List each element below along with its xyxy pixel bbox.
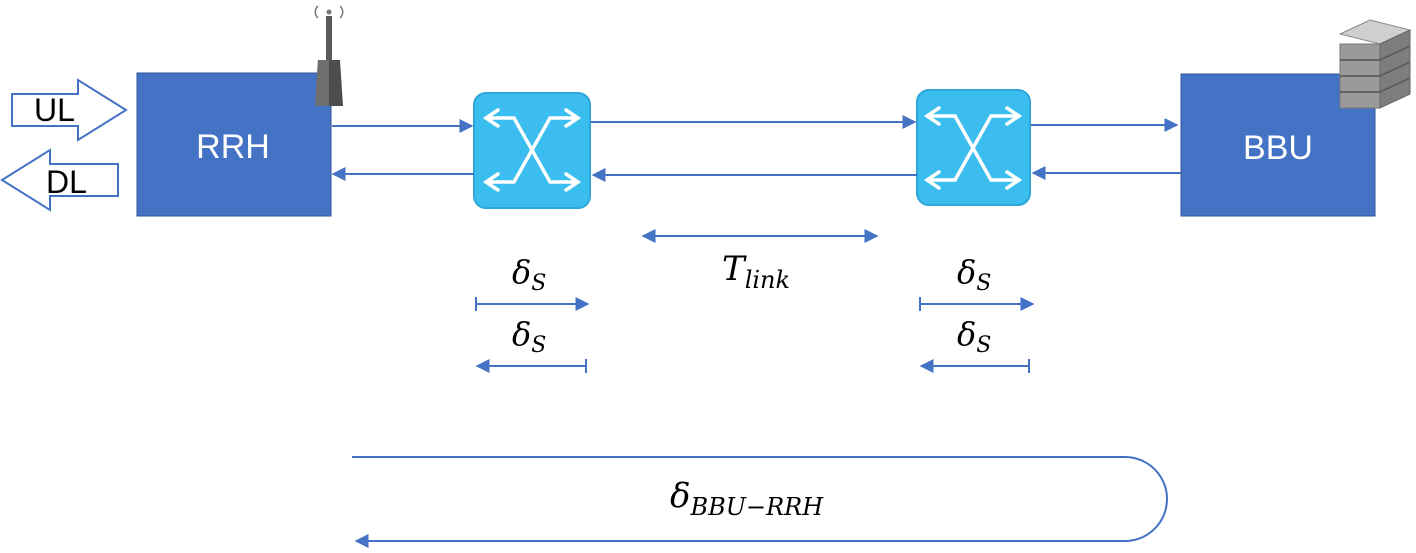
rrh-label: RRH (196, 128, 270, 166)
switch2-delay-forward: δS (919, 253, 1035, 311)
antenna-icon (314, 5, 344, 106)
switch1-delay-forward: δS (475, 253, 590, 311)
svg-text:δS: δS (512, 253, 546, 296)
svg-text:δS: δS (957, 315, 991, 358)
dl-arrow: DL (0, 148, 119, 212)
svg-text:δS: δS (512, 315, 546, 358)
t-link-subscript: link (745, 266, 790, 294)
delta-s-symbol: δ (957, 315, 976, 353)
link-arrows (331, 115, 1181, 182)
switch2-delay-backward: δS (919, 315, 1030, 373)
ul-label: UL (34, 92, 75, 128)
bbu-rrh-loop: δBBU−RRH (352, 456, 1168, 548)
delta-bbu-rrh-subscript: BBU−RRH (689, 493, 824, 521)
server-stack-icon (1338, 19, 1412, 109)
t-link-annotation: Tlink (641, 229, 879, 294)
switch-2 (916, 89, 1031, 206)
svg-text:Tlink: Tlink (722, 249, 790, 294)
bbu-label: BBU (1243, 129, 1313, 167)
rrh-node: RRH (136, 72, 332, 217)
dl-label: DL (46, 164, 87, 200)
delta-s-subscript: S (976, 271, 991, 296)
delta-s-symbol: δ (512, 315, 531, 353)
switch-1 (473, 92, 591, 209)
switch1-delay-backward: δS (475, 315, 587, 373)
delta-bbu-rrh-symbol: δ (670, 476, 690, 516)
t-link-symbol: T (722, 249, 747, 289)
delta-s-subscript: S (976, 333, 991, 358)
ul-arrow: UL (11, 78, 128, 142)
svg-text:δBBU−RRH: δBBU−RRH (670, 476, 824, 521)
delta-s-subscript: S (531, 333, 546, 358)
delta-s-symbol: δ (512, 253, 531, 291)
delta-s-symbol: δ (957, 253, 976, 291)
svg-text:δS: δS (957, 253, 991, 296)
delta-s-subscript: S (531, 271, 546, 296)
